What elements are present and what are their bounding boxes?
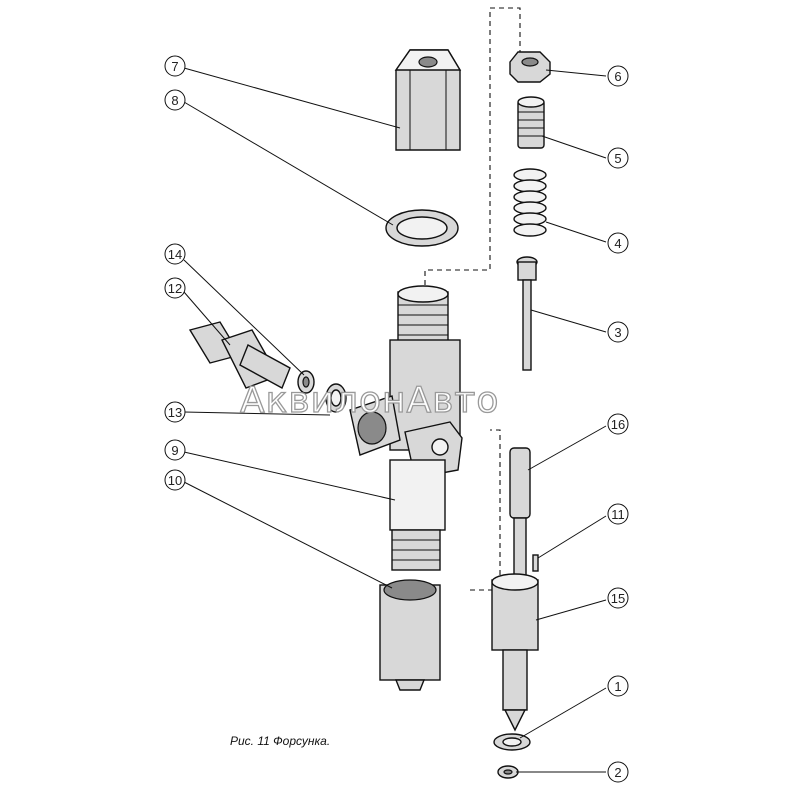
callout-2: 2	[607, 761, 629, 783]
callout-3-label: 3	[614, 325, 621, 340]
callout-6-label: 6	[614, 69, 621, 84]
part-6-nut	[509, 51, 551, 83]
callout-7: 7	[164, 55, 186, 77]
callout-8: 8	[164, 89, 186, 111]
callout-5-label: 5	[614, 151, 621, 166]
callout-4: 4	[607, 232, 629, 254]
callout-9: 9	[164, 439, 186, 461]
callout-15-label: 15	[611, 591, 625, 606]
assembly-axis-lines	[424, 7, 521, 591]
part-1-washer	[493, 733, 531, 751]
callout-14: 14	[164, 243, 186, 265]
callout-9-label: 9	[171, 443, 178, 458]
part-11-pin	[532, 554, 539, 572]
callout-16: 16	[607, 413, 629, 435]
callout-4-label: 4	[614, 236, 621, 251]
callout-8-label: 8	[171, 93, 178, 108]
part-15-nozzle-body	[491, 573, 539, 732]
watermark: АквилонАвто	[240, 380, 499, 421]
part-13-gasket	[325, 383, 347, 413]
injector-body	[349, 285, 463, 571]
callout-3: 3	[607, 321, 629, 343]
callout-12: 12	[164, 277, 186, 299]
part-16-needle	[509, 447, 531, 579]
callout-1-label: 1	[614, 679, 621, 694]
callout-6: 6	[607, 65, 629, 87]
part-14-small-washer	[297, 370, 315, 394]
callout-14-label: 14	[168, 247, 182, 262]
callout-13: 13	[164, 401, 186, 423]
callout-5: 5	[607, 147, 629, 169]
figure-caption: Рис. 11 Форсунка.	[230, 734, 330, 748]
callout-7-label: 7	[171, 59, 178, 74]
callout-2-label: 2	[614, 765, 621, 780]
callout-10-label: 10	[168, 473, 182, 488]
callout-leader-lines	[183, 67, 607, 773]
part-2-washer	[497, 765, 519, 779]
callout-1: 1	[607, 675, 629, 697]
part-5-adjusting-screw	[517, 96, 545, 149]
callout-11: 11	[607, 503, 629, 525]
part-7-cap-nut	[394, 49, 462, 151]
callout-16-label: 16	[611, 417, 625, 432]
callout-10: 10	[164, 469, 186, 491]
part-3-push-rod	[516, 256, 538, 371]
part-4-spring	[513, 168, 547, 237]
callout-15: 15	[607, 587, 629, 609]
callout-13-label: 13	[168, 405, 182, 420]
callout-11-label: 11	[611, 507, 625, 522]
part-8-washer	[385, 209, 459, 247]
callout-12-label: 12	[168, 281, 182, 296]
part-12-inlet-fitting	[188, 321, 291, 389]
part-10-nozzle-nut	[379, 579, 441, 691]
